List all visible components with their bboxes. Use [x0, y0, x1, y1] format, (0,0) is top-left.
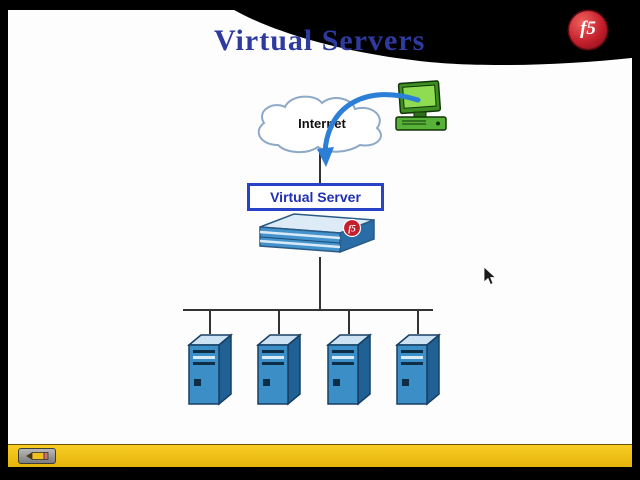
server-connector: [347, 311, 350, 334]
internet-cloud: Internet: [248, 93, 396, 159]
virtual-server-label: Virtual Server: [270, 189, 361, 205]
appliance-f5-badge: [342, 218, 362, 238]
server-tower-icon: [256, 333, 303, 406]
bigip-appliance-icon: f5: [259, 213, 375, 254]
server-connector: [209, 311, 211, 334]
server-icon: [255, 311, 303, 411]
server-icon: [325, 311, 373, 411]
server-connector: [278, 311, 281, 334]
server-row: [186, 311, 442, 411]
connector-appliance-to-bus: [319, 257, 321, 310]
pen-tool-button[interactable]: [18, 448, 56, 464]
server-tower-icon: [325, 333, 372, 406]
network-bus-line: [183, 309, 433, 311]
appliance-f5-text: f5: [348, 224, 356, 234]
pencil-icon: [26, 452, 49, 460]
virtual-server-box: Virtual Server: [247, 183, 384, 211]
server-tower-icon: [186, 333, 234, 406]
server-tower-icon: [394, 333, 442, 406]
client-computer-icon: [395, 80, 447, 131]
internet-label: Internet: [298, 116, 346, 131]
server-connector: [416, 311, 419, 334]
f5-logo: f5: [569, 11, 607, 49]
bottom-bar: [8, 444, 632, 467]
server-icon: [394, 311, 442, 411]
f5-logo-text: f5: [580, 18, 596, 39]
slide-title: Virtual Servers: [214, 24, 426, 57]
server-icon: [186, 311, 234, 411]
